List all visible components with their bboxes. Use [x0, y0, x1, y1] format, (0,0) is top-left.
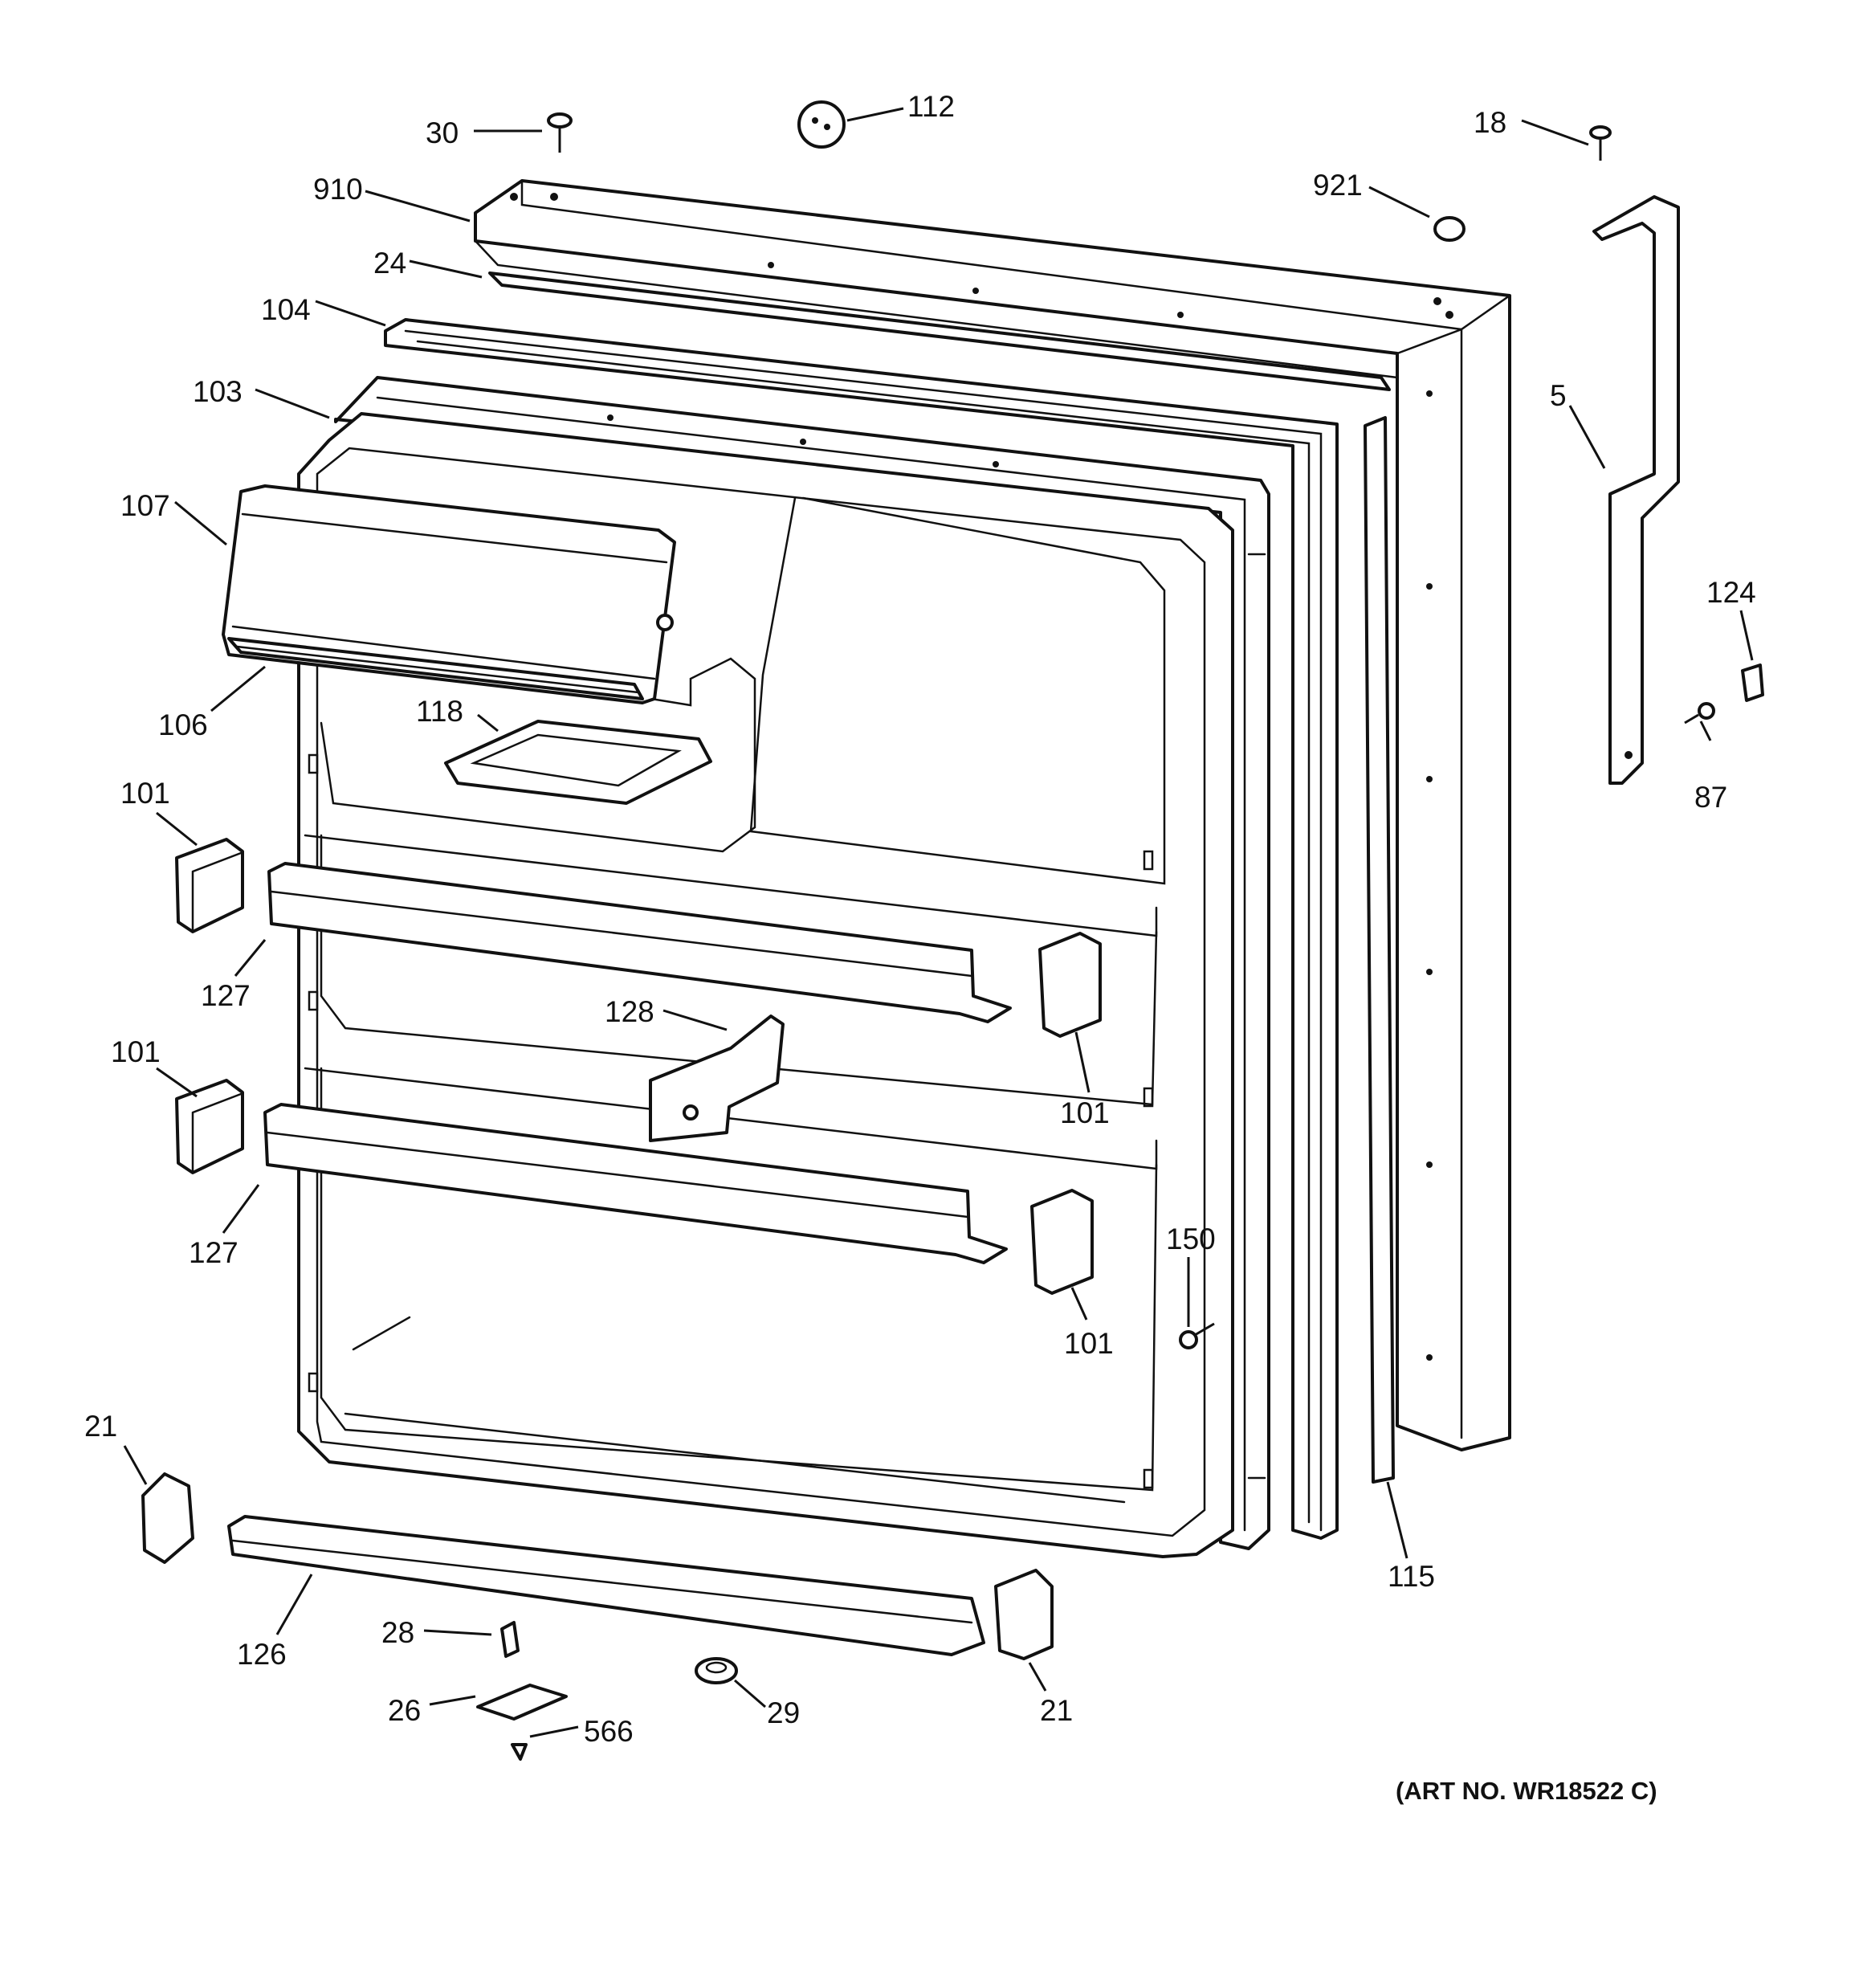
callout-26: 26: [388, 1694, 421, 1727]
screw-150: [1179, 1322, 1215, 1349]
callout-28: 28: [381, 1616, 414, 1649]
screw-18: [1589, 125, 1612, 161]
outer-door-panel-910: [474, 179, 1511, 1451]
butter-tray-118: [444, 720, 712, 805]
callout-24: 24: [373, 247, 406, 280]
art-number: (ART NO. WR18522 C): [1396, 1777, 1657, 1805]
callout-101-right-a: 101: [1060, 1096, 1110, 1129]
dairy-bin-106: [227, 637, 644, 700]
pin-28: [500, 1621, 520, 1658]
grommet-29: [695, 1657, 738, 1684]
dairy-door-107: [222, 484, 676, 704]
callout-566: 566: [584, 1715, 634, 1748]
shelf-end-cap-101-right-a: [1038, 932, 1102, 1038]
callout-101-left-a: 101: [120, 777, 170, 810]
plug-button-112: [797, 100, 846, 149]
door-handle-5: [1592, 195, 1680, 785]
gasket-strip-115: [1364, 416, 1395, 1484]
hinge-21-left: [141, 1472, 194, 1564]
callout-921: 921: [1313, 169, 1363, 202]
shelf-end-cap-101-left-b: [175, 1079, 244, 1174]
callout-118: 118: [416, 695, 463, 728]
callout-106: 106: [158, 708, 208, 741]
callout-30: 30: [426, 116, 459, 149]
callout-21-right: 21: [1040, 1694, 1073, 1727]
plug-921: [1433, 216, 1466, 242]
callout-21-left: 21: [84, 1410, 117, 1443]
callout-103: 103: [193, 375, 243, 408]
callout-910: 910: [313, 173, 363, 206]
callout-124: 124: [1706, 576, 1756, 609]
bracket-26: [476, 1684, 568, 1721]
callout-29: 29: [767, 1696, 800, 1729]
callout-101-left-b: 101: [111, 1035, 161, 1068]
callout-150: 150: [1166, 1223, 1216, 1255]
screw-87: [1684, 702, 1715, 725]
callout-112: 112: [907, 90, 955, 123]
callout-128: 128: [605, 995, 654, 1028]
screw-30: [547, 112, 573, 153]
bottom-rail-126: [227, 1515, 985, 1656]
breaker-strip-24: [488, 271, 1391, 391]
callout-labels: 30 112 18 910 921 24 104 103 5 107 124 1…: [84, 90, 1756, 1748]
leader-lines: [123, 107, 1754, 1738]
callout-126: 126: [237, 1638, 287, 1671]
shelf-rail-127-upper: [267, 862, 1012, 1023]
callout-101-right-b: 101: [1064, 1327, 1114, 1360]
shelf-end-cap-101-right-b: [1030, 1189, 1094, 1295]
shelf-rail-127-lower: [263, 1103, 1008, 1264]
callout-107: 107: [120, 489, 170, 522]
bracket-124: [1741, 663, 1764, 702]
callout-127-upper: 127: [201, 979, 251, 1012]
door-gasket-104: [384, 318, 1339, 1540]
shelf-end-cap-101-left-a: [175, 838, 244, 933]
divider-128: [649, 1014, 785, 1142]
callout-5: 5: [1550, 379, 1567, 412]
callout-127-lower: 127: [189, 1236, 238, 1269]
callout-115: 115: [1388, 1560, 1435, 1593]
hinge-21-right: [994, 1569, 1054, 1660]
callout-104: 104: [261, 293, 311, 326]
callout-18: 18: [1474, 106, 1506, 139]
screw-566: [511, 1743, 528, 1761]
callout-87: 87: [1694, 781, 1727, 814]
